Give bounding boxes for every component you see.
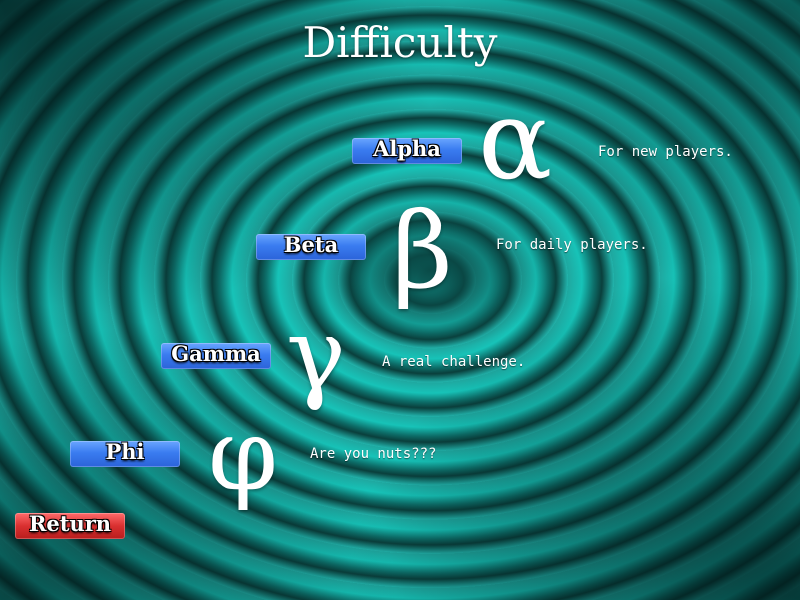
alpha-symbol-icon: α xyxy=(478,76,553,204)
alpha-button-label: Alpha xyxy=(373,136,441,161)
alpha-description: For new players. xyxy=(598,144,733,160)
phi-description: Are you nuts??? xyxy=(310,446,437,462)
beta-button-label: Beta xyxy=(283,232,339,257)
beta-symbol-icon: β xyxy=(392,190,453,312)
alpha-button[interactable]: Alpha xyxy=(352,136,462,164)
gamma-button-label: Gamma xyxy=(171,341,261,366)
return-button-label: Return xyxy=(28,511,112,536)
gamma-symbol-icon: γ xyxy=(286,296,346,413)
page-title: Difficulty xyxy=(302,18,498,67)
phi-button[interactable]: Phi xyxy=(70,439,180,467)
gamma-description: A real challenge. xyxy=(382,354,526,370)
beta-button[interactable]: Beta xyxy=(256,232,366,260)
phi-symbol-icon: φ xyxy=(208,396,279,513)
beta-description: For daily players. xyxy=(496,237,648,253)
return-button[interactable]: Return xyxy=(15,511,125,539)
phi-button-label: Phi xyxy=(105,439,145,464)
gamma-button[interactable]: Gamma xyxy=(161,341,271,369)
